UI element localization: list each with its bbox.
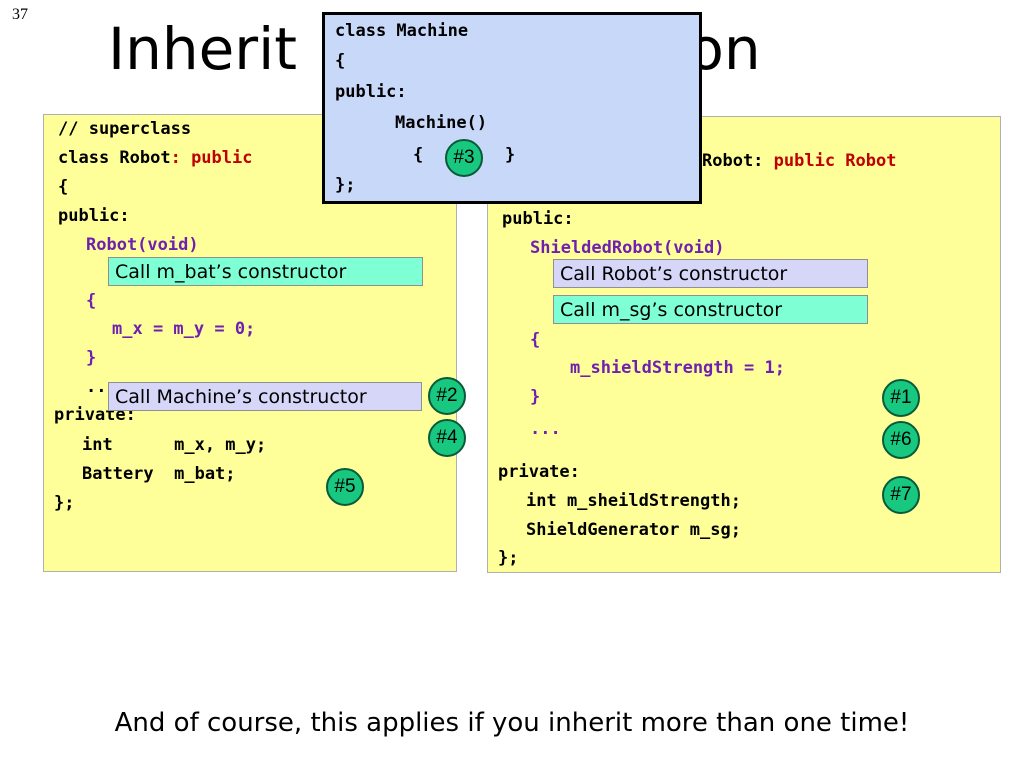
code-line: } [505,145,516,165]
code-line: int m_sheildStrength; [526,491,741,511]
code-line: { [335,51,346,71]
code-line: class Machine [335,21,469,41]
step-badge-4: #4 [428,419,466,457]
code-line: Robot(void) [86,235,199,255]
code-line: public: [58,206,130,226]
title-left: Inherit [108,15,298,83]
code-line: .. [86,377,107,397]
code-line: m_shieldStrength = 1; [570,358,785,378]
code-line: }; [335,175,356,195]
code-line: ShieldedRobot(void) [530,238,725,258]
code-line: ... [530,419,561,439]
code-line: }; [54,493,75,513]
code-line: public: [502,209,574,229]
machine-class-box: class Machine { public: Machine() { } }; [322,12,702,204]
code-line: }; [498,548,519,568]
code-line: public: [335,82,407,102]
code-line: { [413,145,424,165]
code-line: { [86,291,97,311]
callout-robot-constructor: Call Robot’s constructor [553,259,868,288]
code-line: // superclass [58,119,192,139]
code-line: ShieldGenerator m_sg; [526,520,741,540]
step-badge-3: #3 [445,139,483,177]
code-line: } [86,348,97,368]
code-line: Machine() [395,113,488,133]
code-line: { [530,330,541,350]
step-badge-6: #6 [882,421,920,459]
step-badge-7: #7 [882,476,920,514]
step-badge-2: #2 [428,377,466,415]
code-line: int m_x, m_y; [82,435,267,455]
callout-bat-constructor: Call m_bat’s constructor [108,257,423,286]
code-line: { [58,177,69,197]
footer-text: And of course, this applies if you inher… [114,708,910,738]
callout-machine-constructor: Call Machine’s constructor [108,382,422,411]
code-line: Battery m_bat; [82,464,236,484]
step-badge-1: #1 [882,379,920,417]
slide-number: 37 [12,6,28,23]
code-line: m_x = m_y = 0; [112,319,256,339]
code-line: private: [498,462,580,482]
code-line: class Robot: public [58,148,253,168]
left-code-box: // superclass class Robot: public { publ… [43,114,457,572]
code-line: Robot: public Robot [702,151,897,171]
step-badge-5: #5 [326,468,364,506]
callout-sg-constructor: Call m_sg’s constructor [553,295,868,324]
code-line: } [530,387,541,407]
